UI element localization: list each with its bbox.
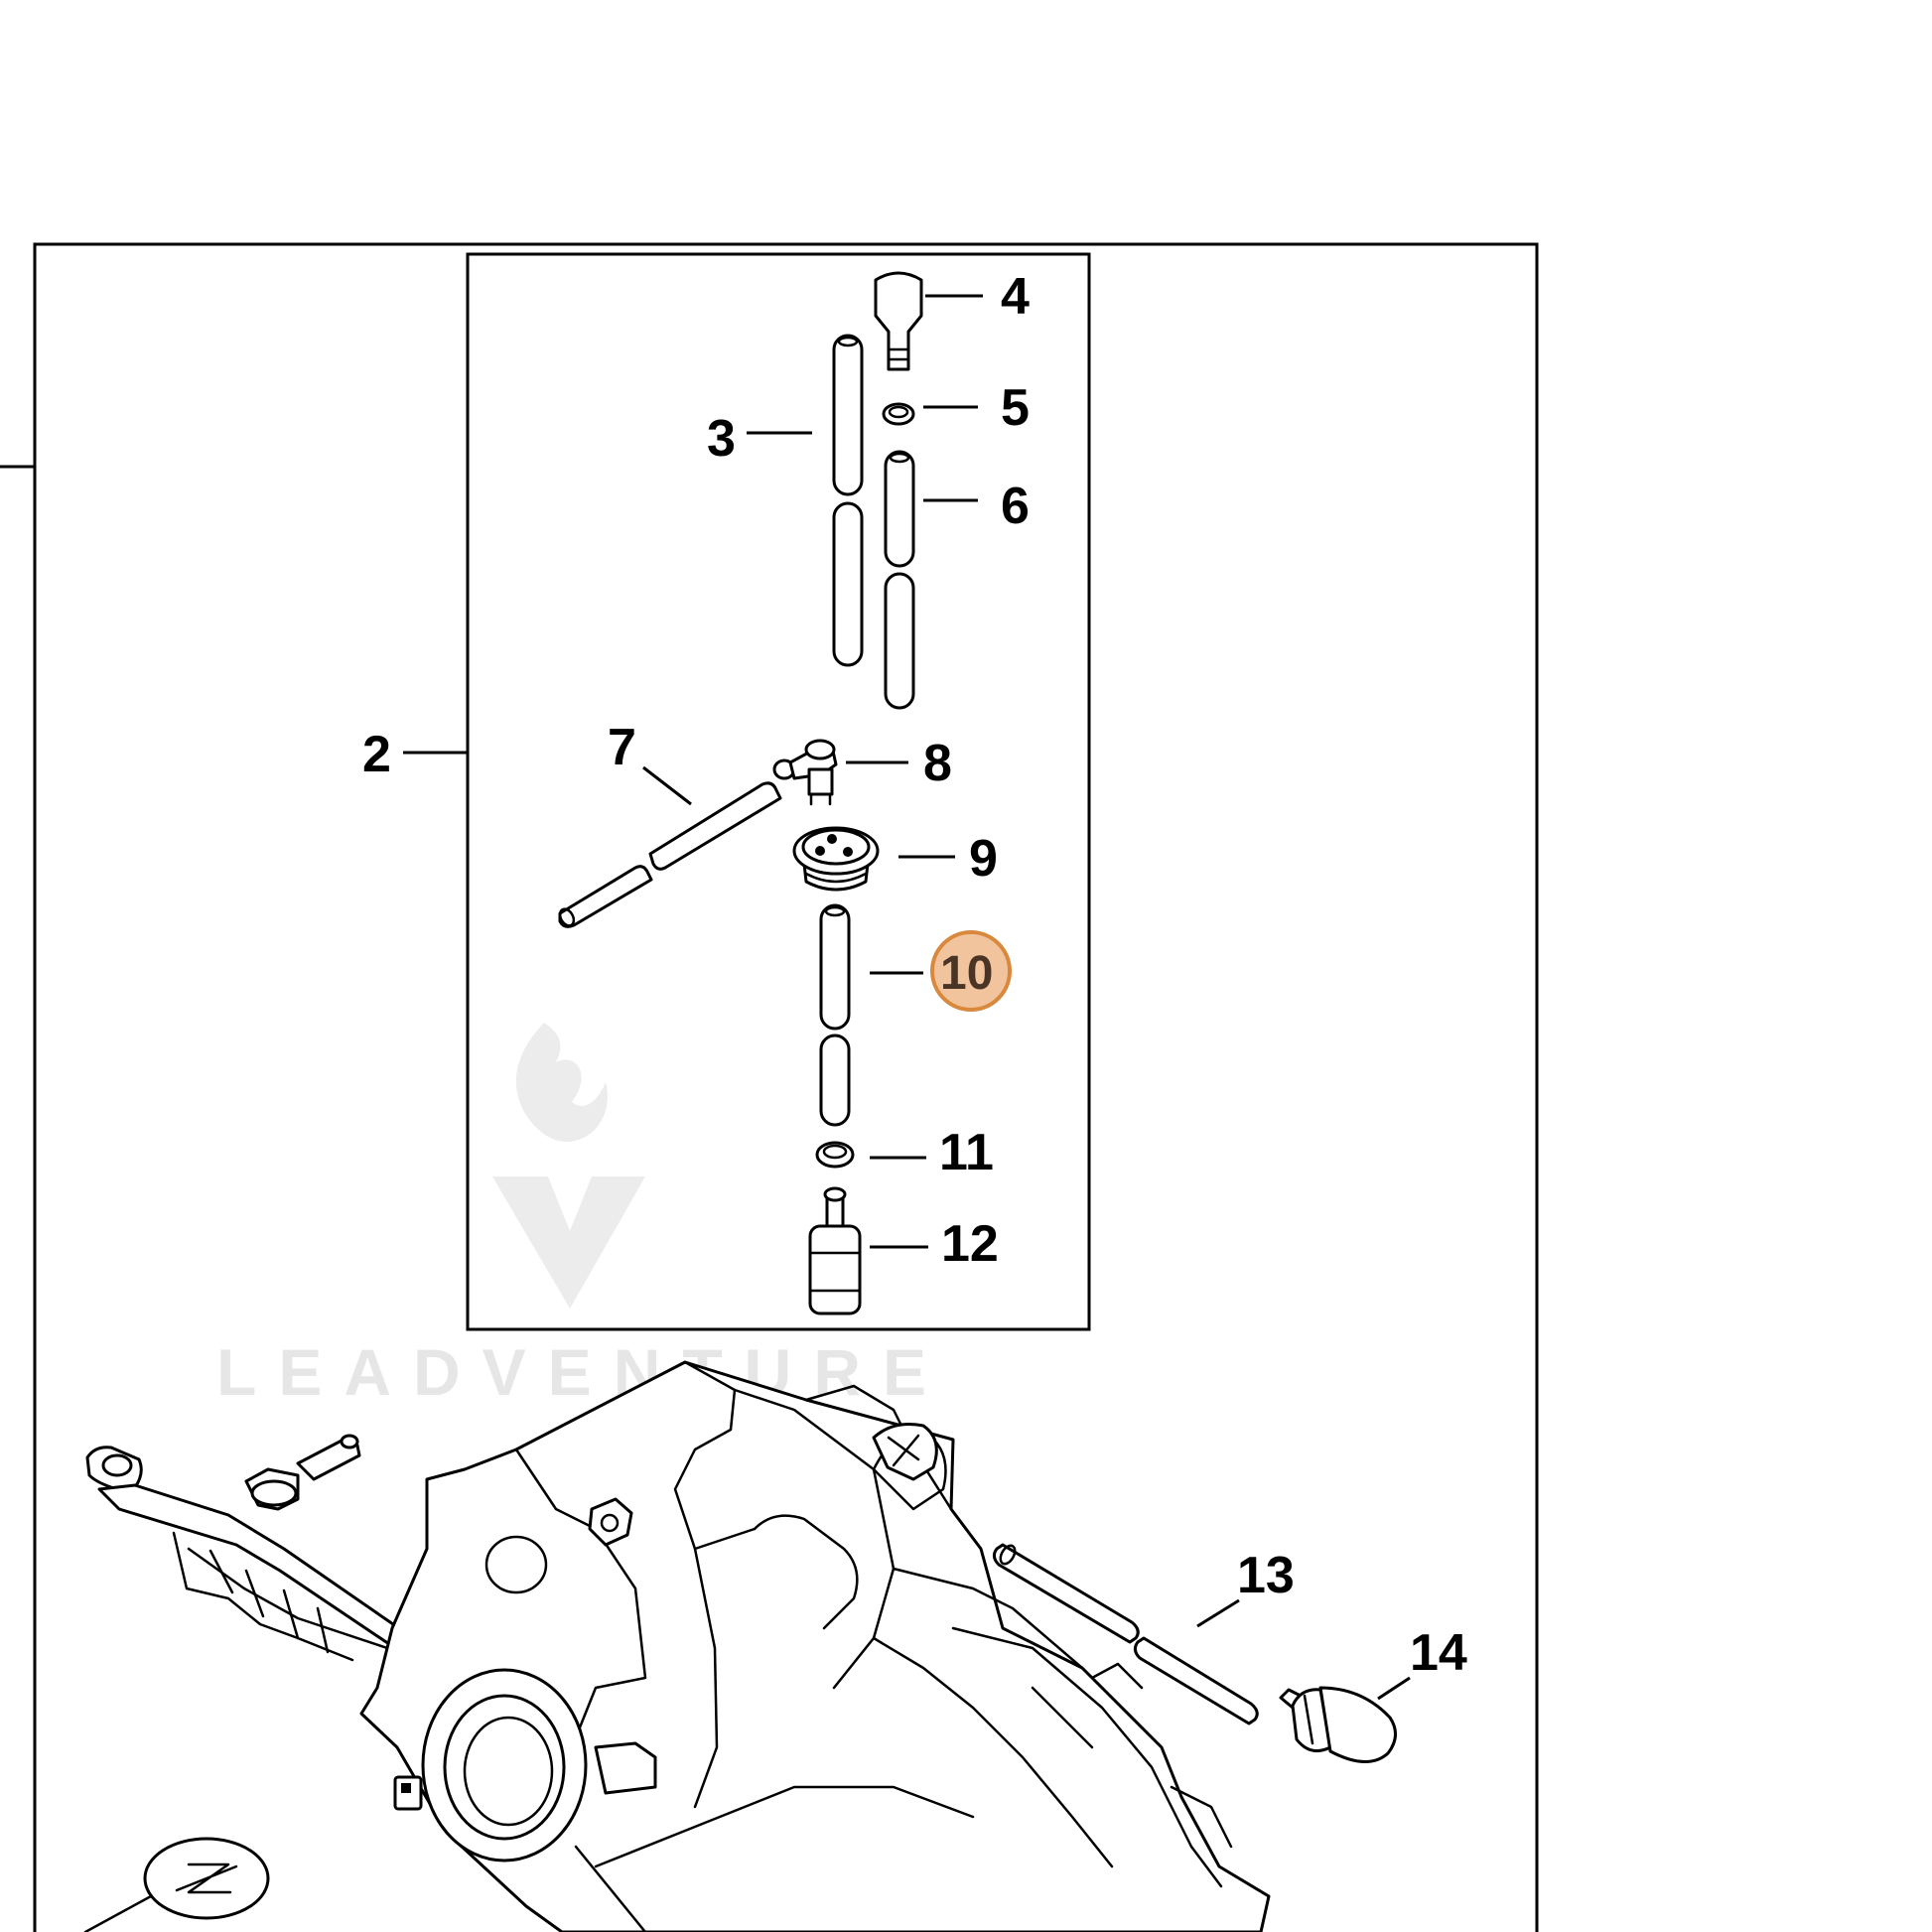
- housing-assembly: [85, 1360, 1271, 1932]
- callout-3[interactable]: 3: [707, 410, 736, 468]
- callout-6[interactable]: 6: [1001, 478, 1030, 535]
- kit-frame: [466, 252, 1091, 1331]
- part-14-primer-bulb: [1279, 1686, 1397, 1763]
- brand-logo-icon: [83, 1837, 270, 1932]
- callout-14[interactable]: 14: [1410, 1624, 1467, 1682]
- callout-9[interactable]: 9: [969, 830, 998, 888]
- part-4-valve: [874, 271, 923, 371]
- watermark-text: LEADVENTURE: [216, 1335, 948, 1409]
- outer-frame: [0, 242, 1539, 1932]
- part-5-ring: [882, 402, 915, 426]
- callout-10[interactable]: 10: [940, 947, 993, 1000]
- part-6-hose: [884, 450, 915, 710]
- part-10-hose: [819, 903, 851, 1127]
- flame-v-logo-icon: [492, 1023, 645, 1309]
- callout-11[interactable]: 11: [939, 1124, 994, 1181]
- part-8-elbow-fitting: [772, 739, 838, 806]
- part-9-grommet: [792, 826, 880, 892]
- part-7-hose: [558, 781, 782, 928]
- highlight-circle: [930, 930, 1012, 1012]
- callout-4[interactable]: 4: [1001, 268, 1030, 326]
- part-3-hose: [832, 334, 864, 667]
- part-12-fuel-pickup: [808, 1186, 862, 1315]
- callout-8[interactable]: 8: [923, 735, 952, 792]
- leader-lines: [403, 294, 1411, 1701]
- callout-5[interactable]: 5: [1001, 379, 1030, 437]
- callout-13[interactable]: 13: [1237, 1547, 1295, 1604]
- callouts: 2 3 4 5 6 7 8 9 10 11 12 13 14: [362, 268, 1467, 1682]
- part-11-ring: [815, 1141, 855, 1169]
- callout-12[interactable]: 12: [941, 1215, 999, 1273]
- callout-7[interactable]: 7: [608, 719, 636, 776]
- watermark: LEADVENTURE: [216, 1023, 948, 1409]
- callout-2[interactable]: 2: [362, 726, 391, 783]
- part-13-hose: [992, 1543, 1259, 1725]
